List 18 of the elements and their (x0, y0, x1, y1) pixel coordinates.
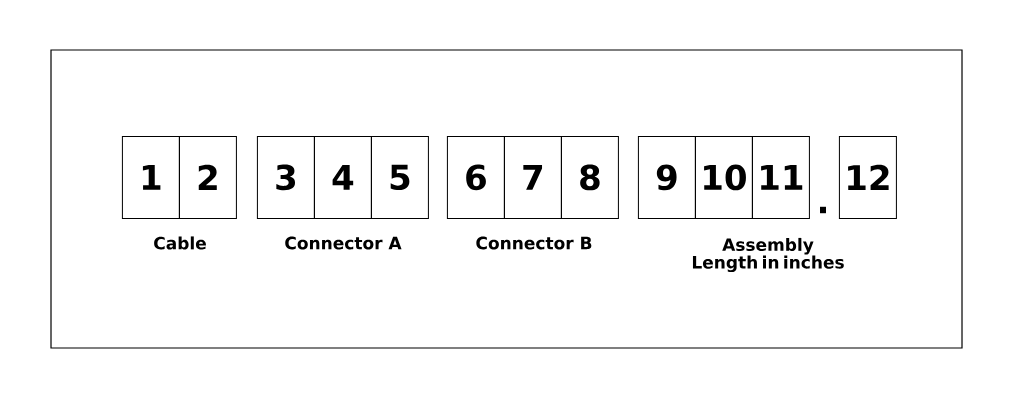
digit-box: 10 (694, 135, 753, 219)
group-label: Connector A (285, 236, 402, 250)
digit-box: 12 (838, 135, 897, 219)
digit-box: 5 (370, 135, 429, 219)
group-label: Connector B (476, 236, 592, 250)
digit-box: 6 (446, 135, 505, 219)
digit-box: 1 (121, 135, 180, 219)
digit-box: 4 (313, 135, 372, 219)
digit-box: 7 (503, 135, 562, 219)
frame (50, 49, 963, 349)
decimal-point: . (820, 206, 826, 214)
digit-box: 11 (751, 135, 810, 219)
digit-box: 2 (178, 135, 237, 219)
digit-box: 3 (256, 135, 315, 219)
digit-box: 8 (560, 135, 619, 219)
group-label: Assembly Length in inches (692, 237, 844, 273)
group-label: Cable (154, 236, 206, 250)
digit-box: 9 (637, 135, 696, 219)
